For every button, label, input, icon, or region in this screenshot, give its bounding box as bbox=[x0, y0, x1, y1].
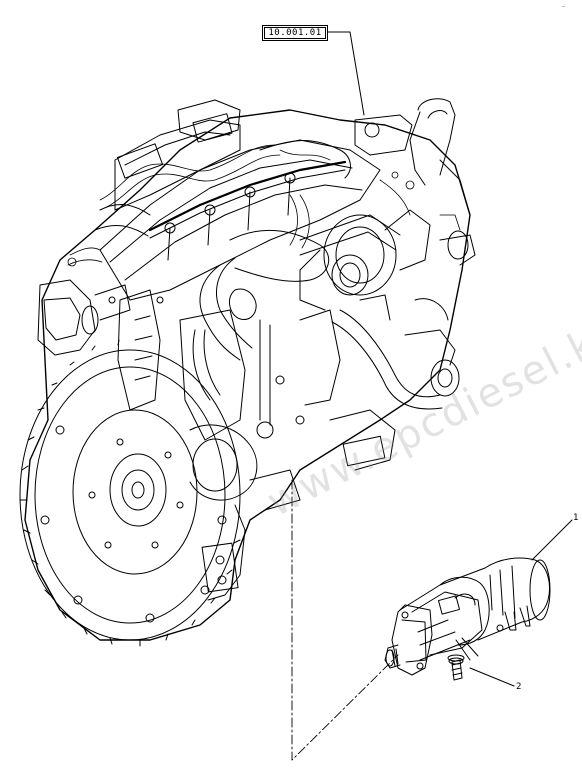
flywheel-housing bbox=[19, 339, 241, 647]
callout-leaders bbox=[291, 31, 573, 761]
engine-mount-bracket bbox=[37, 279, 131, 356]
coolant-pipes bbox=[331, 230, 476, 410]
callout-number-2[interactable]: 2 bbox=[516, 682, 522, 692]
reference-label[interactable]: 10.001.01 bbox=[262, 25, 328, 41]
assembly-centerline bbox=[291, 479, 399, 761]
callout-1-leader bbox=[531, 519, 573, 561]
reference-leader-line bbox=[325, 31, 365, 116]
turbocharger bbox=[299, 209, 431, 311]
callout-number-1[interactable]: 1 bbox=[573, 513, 579, 523]
wiring-harness bbox=[67, 144, 461, 267]
cylinder-head bbox=[99, 99, 381, 301]
corner-mark: — bbox=[562, 4, 566, 10]
air-intake-pipe bbox=[354, 98, 471, 216]
callout-2-leader bbox=[469, 667, 515, 687]
fuel-rail bbox=[94, 140, 351, 261]
cylinder-block bbox=[108, 289, 396, 601]
starter-motor-icon bbox=[384, 557, 551, 676]
intake-hoses bbox=[192, 214, 401, 439]
mounting-bolt-icon bbox=[447, 654, 465, 681]
engine-assembly-icon bbox=[19, 98, 476, 647]
